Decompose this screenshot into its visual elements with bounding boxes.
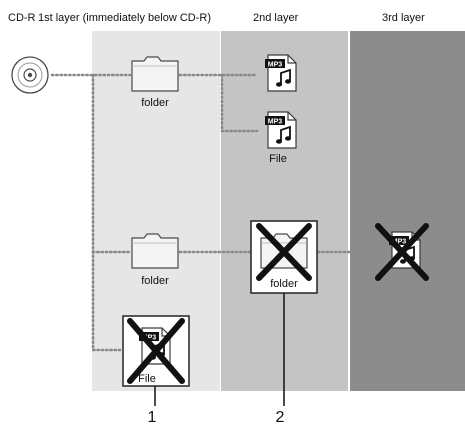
disallowed-file: File bbox=[122, 315, 190, 387]
cross-icon bbox=[127, 318, 185, 384]
mp3-file-icon bbox=[264, 111, 297, 149]
folder-icon bbox=[131, 56, 179, 92]
cross-icon bbox=[256, 223, 312, 281]
folder-icon bbox=[131, 233, 179, 269]
mp3-file-icon bbox=[264, 54, 297, 92]
file-label-2nd: File bbox=[269, 153, 287, 165]
folder-label-2nd: folder bbox=[270, 278, 298, 290]
cd-disc-icon bbox=[11, 56, 49, 94]
layer3-background bbox=[350, 31, 465, 391]
header-1st-layer: 1st layer (immediately below CD-R) bbox=[38, 12, 211, 24]
folder-label-top: folder bbox=[141, 97, 169, 109]
disallowed-folder: folder bbox=[250, 220, 318, 294]
header-3rd-layer: 3rd layer bbox=[382, 12, 425, 24]
callout-number-2: 2 bbox=[276, 409, 285, 426]
folder-label-mid: folder bbox=[141, 275, 169, 287]
connector-lines bbox=[50, 73, 375, 352]
callout-number-1: 1 bbox=[148, 409, 157, 426]
cross-icon bbox=[375, 223, 429, 281]
header-cdr: CD-R bbox=[8, 12, 36, 24]
disallowed-mp3-3rd-layer bbox=[375, 223, 429, 281]
header-2nd-layer: 2nd layer bbox=[253, 12, 299, 24]
file-label-1st: File bbox=[138, 373, 156, 385]
